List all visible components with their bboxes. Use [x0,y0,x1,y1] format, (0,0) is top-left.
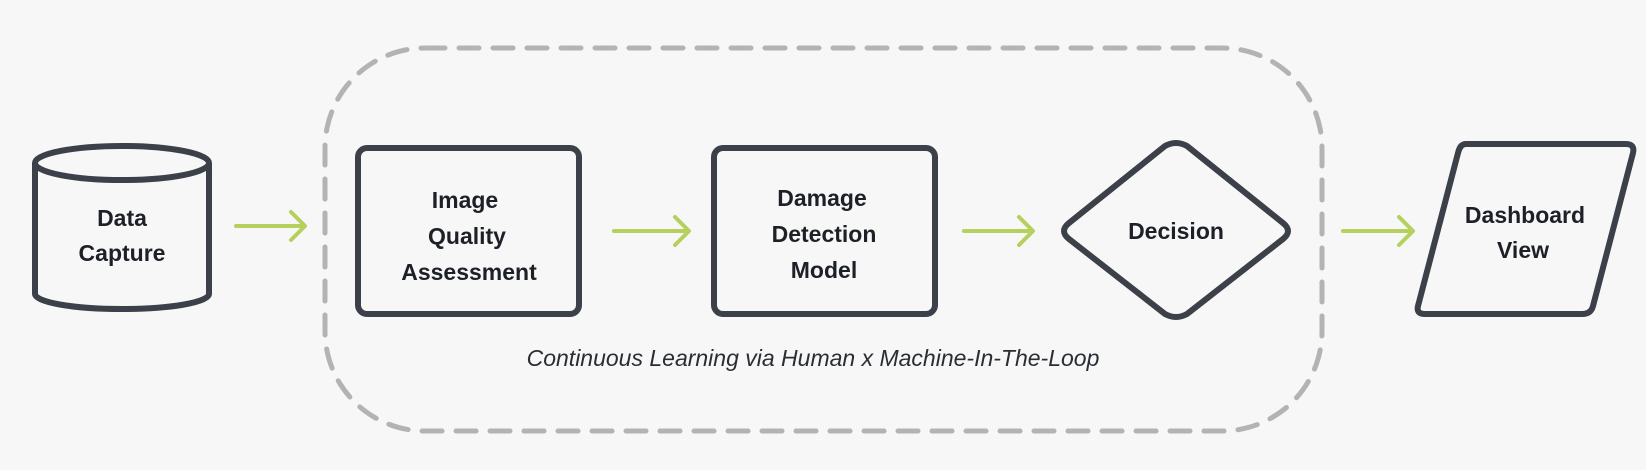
data-capture-node[interactable]: Data Capture [32,143,212,312]
damage-detection-model-node[interactable]: Damage Detection Model [711,145,938,317]
decision-diamond [1061,140,1291,320]
loop-caption: Continuous Learning via Human x Machine-… [527,345,1100,371]
damage-detection-label-line3: Model [791,257,857,283]
damage-detection-label-line1: Damage [777,185,866,211]
image-quality-label-line1: Image [432,187,498,213]
damage-detection-label-line2: Detection [772,221,877,247]
dashboard-label-line1: Dashboard [1465,202,1585,228]
data-capture-label-line1: Data [97,205,147,231]
decision-label: Decision [1128,218,1224,244]
image-quality-assessment-node[interactable]: Image Quality Assessment [355,145,582,317]
dashboard-view-node[interactable]: Dashboard View [1414,141,1637,317]
dashboard-label-line2: View [1497,237,1549,263]
image-quality-label-line3: Assessment [401,259,537,285]
arrow-capture-to-quality [234,210,307,242]
arrow-damage-to-decision [962,215,1035,247]
damage-detection-box [711,145,938,317]
decision-node[interactable]: Decision [1061,140,1291,320]
image-quality-box [355,145,582,317]
cylinder-body [32,163,212,312]
data-capture-label-line2: Capture [79,240,166,266]
arrow-quality-to-damage [612,215,691,247]
cylinder-top [32,143,212,183]
arrow-decision-to-dashboard [1341,215,1415,247]
image-quality-label-line2: Quality [428,223,506,249]
dashboard-parallelogram [1414,141,1637,317]
